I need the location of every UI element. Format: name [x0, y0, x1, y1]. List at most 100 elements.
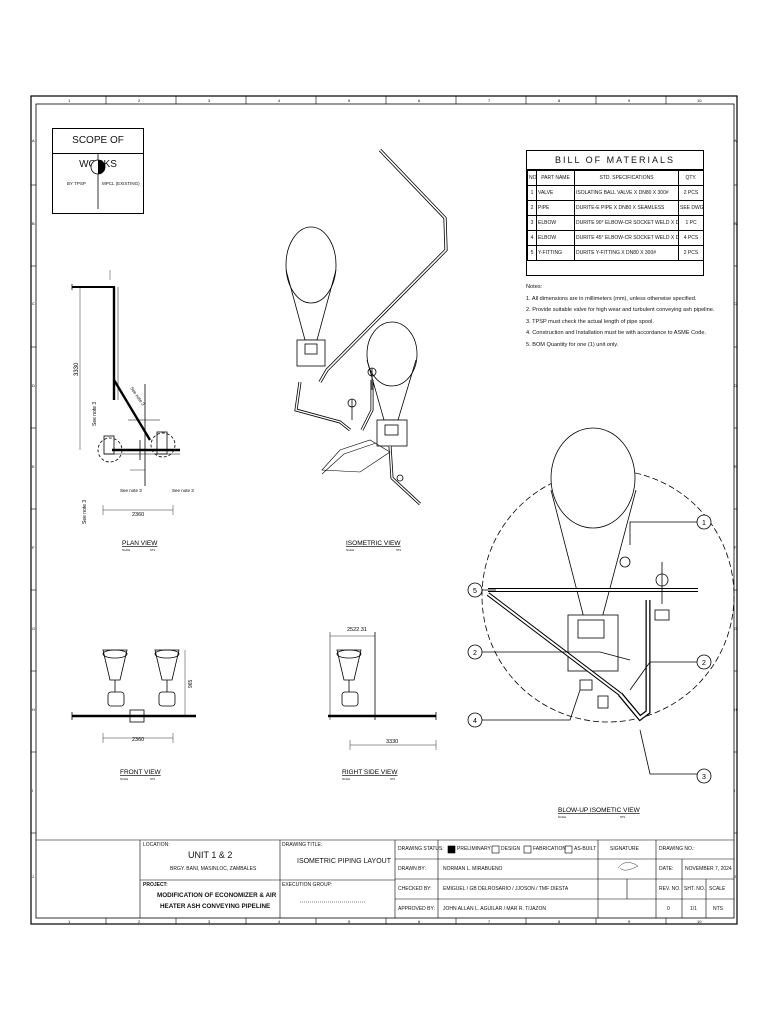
callout-1: 1 — [702, 520, 706, 527]
bom-cell: 1 — [527, 185, 537, 201]
approved-by-value: JOHN ALLAN L. AGUILAR / MAR R. TIJAZON — [443, 906, 546, 912]
row-letter-jr: J — [734, 874, 736, 879]
right-dim-bottom: 3330 — [386, 739, 398, 745]
col-num-10: 10 — [697, 98, 702, 103]
bom-cell: 4 — [527, 230, 537, 246]
bom-cell: ISOLATING BALL VALVE X DN80 X 300# — [574, 185, 679, 201]
title-block-grid — [36, 839, 734, 918]
bom-cell: 4 PCS — [678, 230, 704, 246]
right-dim-top: 2522.31 — [347, 627, 367, 633]
bom-header-no: NO. — [527, 170, 537, 186]
row-letter-g: G — [32, 626, 35, 631]
plan-dim-vertical: 3330 — [74, 362, 80, 376]
col-num-b8: 8 — [558, 919, 561, 924]
bom-cell: Y-FITTING — [536, 245, 575, 261]
right-side-view-drawing — [328, 632, 437, 750]
table-row: 3 ELBOW DURITE 90° ELBOW-CR SOCKET WELD … — [527, 215, 704, 231]
col-num-b4: 4 — [278, 919, 281, 924]
row-letter-i: I — [32, 788, 33, 793]
bom-cell: VALVE — [536, 185, 575, 201]
col-num-7: 7 — [488, 98, 491, 103]
col-num-4: 4 — [278, 98, 281, 103]
project-label: PROJECT: — [143, 882, 168, 888]
callout-3: 3 — [702, 774, 706, 781]
callout-2-left: 2 — [473, 650, 477, 657]
inner-frame — [35, 103, 735, 919]
plan-see-note-v1: See note 3 — [92, 402, 98, 426]
row-letter-ar: A — [734, 138, 737, 143]
bom-cell: 1 PC — [678, 215, 704, 231]
date-label: DATE: — [659, 866, 674, 872]
bom-cell: DURITE-E PIPE X DN80 X SEAMLESS — [574, 200, 679, 216]
col-num-1: 1 — [68, 98, 71, 103]
frame-ticks — [31, 96, 737, 924]
callout-5: 5 — [473, 588, 477, 595]
status-option-as-built: AS-BUILT — [574, 846, 597, 852]
bom-cell: 2 PCS — [678, 245, 704, 261]
date-value: NOVEMBER 7, 2024 — [685, 866, 732, 872]
row-letter-f: F — [32, 545, 35, 550]
drawing-status-label: DRAWING STATUS: — [398, 846, 444, 852]
bom-cell: DURITE 90° ELBOW-CR SOCKET WELD X DN80 X… — [574, 215, 679, 231]
drawn-by-value: NORMAN L. MIRABUENO — [443, 866, 503, 872]
blowup-callouts — [467, 514, 712, 784]
front-dim-horizontal: 2360 — [132, 737, 144, 743]
blowup-view-scale-label: SCALE — [558, 816, 567, 819]
scope-left-label: BY TPSP — [67, 181, 86, 186]
row-letter-c: C — [32, 301, 35, 306]
bom-cell: ELBOW — [536, 215, 575, 231]
bom-header-spec: STD. SPECIFICATIONS — [574, 170, 679, 186]
scale-label: SCALE — [709, 886, 726, 892]
plan-see-note-diag: See note 3 — [129, 386, 146, 407]
col-num-b5: 5 — [348, 919, 351, 924]
bom-cell: SEE DWG — [678, 200, 704, 216]
front-view-drawing — [71, 649, 196, 743]
col-num-b2: 2 — [138, 919, 141, 924]
note-item: 2. Provide suitable valve for high wear … — [526, 307, 715, 313]
front-view-scale-label: SCALE — [120, 778, 129, 781]
col-num-6: 6 — [418, 98, 421, 103]
col-num-b9: 9 — [628, 919, 631, 924]
row-letter-b: B — [32, 221, 35, 226]
note-item: 3. TPSP must check the actual length of … — [526, 318, 654, 325]
sht-label: SHT. NO. — [684, 886, 706, 892]
checked-by-value: EMIGUEL / GB DELROSARIO / JJOSON / TMF D… — [443, 886, 569, 892]
status-option-design: DESIGN — [501, 846, 521, 852]
note-item: 4. Construction and Installation must be… — [526, 330, 707, 336]
front-view-label: FRONT VIEW — [120, 769, 162, 776]
plan-view-scale-value: NTS — [150, 549, 155, 552]
checked-by-label: CHECKED BY: — [398, 886, 432, 892]
table-row: 5 Y-FITTING DURITE Y-FITTING X DN80 X 30… — [527, 245, 704, 261]
drawn-by-label: DRAWN BY: — [398, 866, 426, 872]
right-side-view-scale-value: NTS — [390, 778, 395, 781]
row-letter-er: E — [734, 464, 737, 469]
location-main: UNIT 1 & 2 — [188, 850, 233, 860]
front-dim-vertical: 965 — [188, 679, 194, 688]
project-line2: HEATER ASH CONVEYING PIPELINE — [160, 903, 271, 910]
isometric-view-scale-label: SCALE — [346, 549, 355, 552]
col-num-8: 8 — [558, 98, 561, 103]
scope-of-works-title: SCOPE OF WORKS — [53, 129, 143, 170]
row-letter-fr: F — [734, 545, 737, 550]
bom-header-qty: QTY. — [678, 170, 704, 186]
plan-view-label: PLAN VIEW — [122, 540, 158, 547]
front-view-scale-value: NTS — [150, 778, 155, 781]
approved-by-label: APPROVED BY: — [398, 906, 435, 912]
plan-dim-horizontal: 2360 — [132, 512, 144, 518]
execution-group-label: EXECUTION GROUP: — [282, 882, 333, 888]
blowup-view-drawing — [481, 427, 735, 775]
blowup-view-scale-value: NTS — [620, 816, 625, 819]
scope-of-works-box: SCOPE OF WORKS BY TPSP MPCL (EXISTING) — [52, 128, 144, 214]
scope-right-label: MPCL (EXISTING) — [102, 181, 140, 186]
table-row: 1 VALVE ISOLATING BALL VALVE X DN80 X 30… — [527, 185, 704, 201]
col-num-b7: 7 — [488, 919, 491, 924]
drawing-title-label: DRAWING TITLE: — [282, 842, 323, 848]
bill-of-materials: BILL OF MATERIALS NO. PART NAME STD. SPE… — [526, 150, 704, 276]
isometric-view-label: ISOMETRIC VIEW — [346, 540, 401, 547]
plan-view-scale-label: SCALE — [122, 549, 131, 552]
col-num-5: 5 — [348, 98, 351, 103]
plan-see-note-v2: See note 3 — [82, 500, 88, 524]
sht-value: 1/1 — [690, 906, 697, 912]
row-letter-gr: G — [734, 626, 737, 631]
